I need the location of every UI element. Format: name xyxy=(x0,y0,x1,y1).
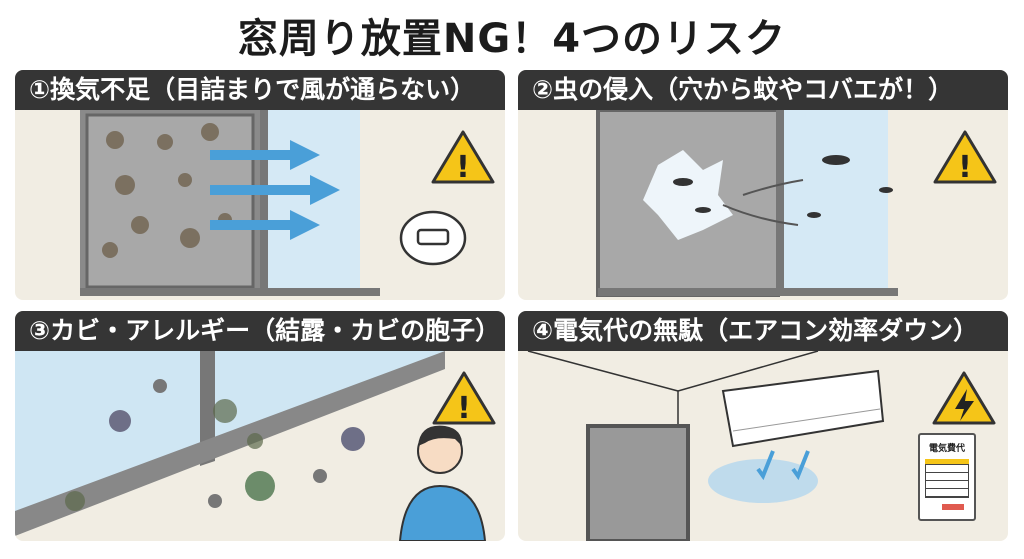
warning-icon: ! xyxy=(432,371,496,426)
mold-spore-icon xyxy=(109,379,365,508)
panel-header: ③カビ・アレルギー（結露・カビの胞子） xyxy=(15,311,505,351)
svg-text:!: ! xyxy=(457,391,471,426)
panel-insects: ②虫の侵入（穴から蚊やコバエが！） ! xyxy=(518,70,1008,300)
page-title: 窓周り放置NG！4つのリスク xyxy=(237,16,787,62)
warning-icon: ! xyxy=(933,130,997,185)
svg-text:!: ! xyxy=(456,150,470,185)
bill-label: 電気費代 xyxy=(928,444,965,454)
panel-header: ①換気不足（目詰まりで風が通らない） xyxy=(15,70,505,110)
mold-window-illustration: ! xyxy=(15,351,496,541)
clogged-screen-illustration: ! xyxy=(80,110,495,296)
panel-header: ②虫の侵入（穴から蚊やコバエが！） xyxy=(518,70,1008,110)
panel-mold: ③カビ・アレルギー（結露・カビの胞子） ! xyxy=(15,311,505,541)
warning-icon: ! xyxy=(431,130,495,185)
sneezing-person-icon xyxy=(398,425,487,541)
clogged-screen-icon xyxy=(586,424,690,541)
sofa-thought-bubble-icon xyxy=(399,210,467,266)
panel-header: ④電気代の無駄（エアコン効率ダウン） xyxy=(518,311,1008,351)
mosquito-icon xyxy=(673,155,893,218)
screen-hole xyxy=(643,150,733,240)
electric-warning-icon xyxy=(932,371,996,425)
torn-screen-illustration: ! xyxy=(596,110,997,297)
air-conditioner-illustration xyxy=(527,351,996,541)
electricity-bill-icon: 電気費代 xyxy=(918,433,976,521)
air-conditioner-icon xyxy=(721,369,885,448)
svg-text:!: ! xyxy=(958,150,972,185)
panel-electricity: ④電気代の無駄（エアコン効率ダウン） 電気費代 xyxy=(518,311,1008,541)
dust-clump-icon xyxy=(102,123,232,258)
panel-ventilation: ①換気不足（目詰まりで風が通らない） ! xyxy=(15,70,505,300)
airflow-arrow-icon xyxy=(210,140,340,240)
